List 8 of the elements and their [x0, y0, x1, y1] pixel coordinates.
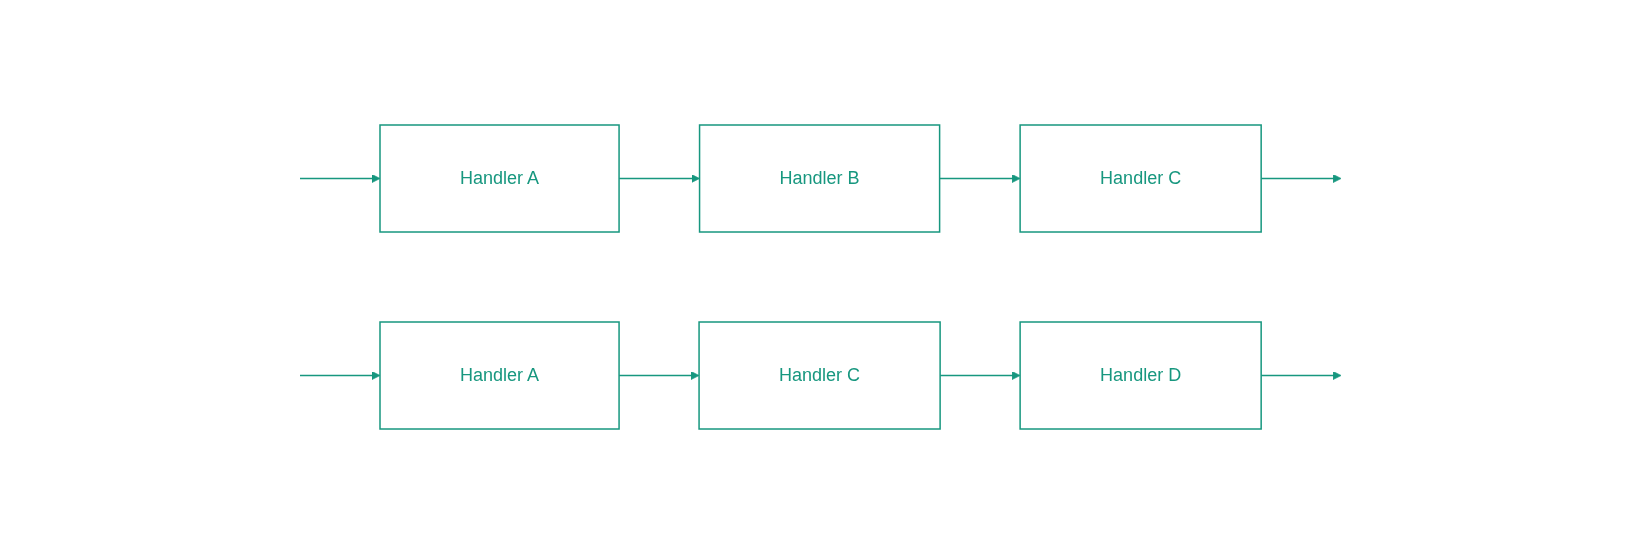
arrow [299, 173, 381, 183]
node-box: Handler D [1019, 320, 1263, 430]
node-box: Handler C [698, 320, 942, 430]
node-box: Handler A [379, 123, 621, 233]
node-box: Handler A [379, 320, 621, 430]
node-box: Handler B [699, 123, 941, 233]
node-box: Handler C [1019, 123, 1263, 233]
arrow [299, 370, 381, 380]
